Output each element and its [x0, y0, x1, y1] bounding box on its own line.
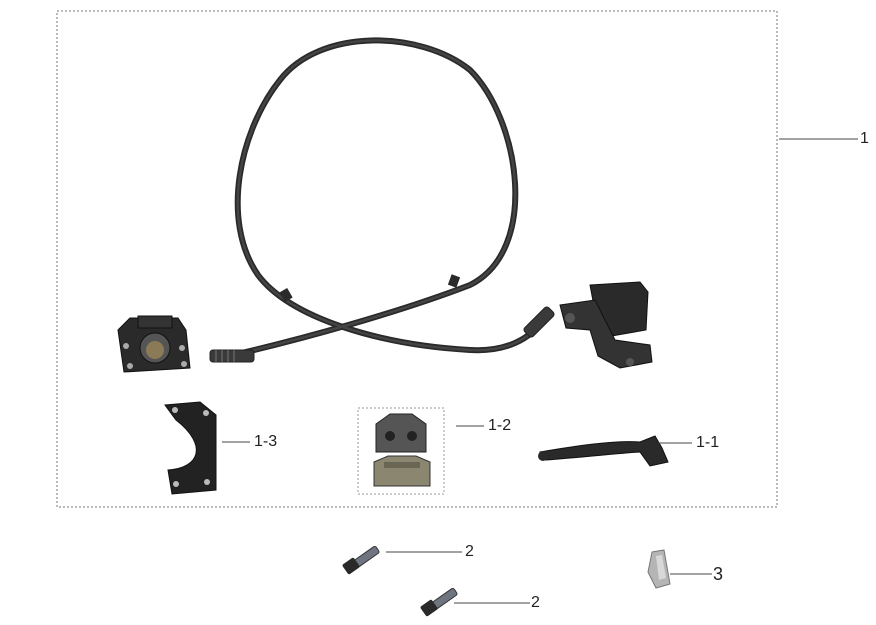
label-2-lower: 2: [531, 594, 540, 611]
clip-nut-icon: [647, 549, 671, 589]
hose-fitting-right-icon: [523, 306, 555, 338]
bolt-icon-2: [420, 587, 458, 617]
hose-fitting-left-icon: [209, 349, 255, 363]
kit-border: [56, 10, 778, 508]
label-1-2: 1-2: [488, 417, 512, 434]
caliper-bracket-icon: [164, 401, 217, 495]
pads-border: [357, 407, 445, 495]
brake-pads-icon: [373, 413, 431, 487]
brake-hose-icon: [217, 37, 548, 361]
brake-caliper-icon: [117, 315, 191, 373]
label-1-3: 1-3: [254, 433, 278, 450]
master-cylinder-icon: [559, 281, 653, 369]
label-2-upper: 2: [465, 543, 474, 560]
label-1-1: 1-1: [696, 434, 720, 451]
leader-lines: [222, 138, 858, 604]
label-3: 3: [713, 564, 724, 584]
brake-lever-icon: [538, 435, 669, 467]
label-1: 1: [860, 130, 869, 147]
bolt-icon: [342, 545, 380, 575]
